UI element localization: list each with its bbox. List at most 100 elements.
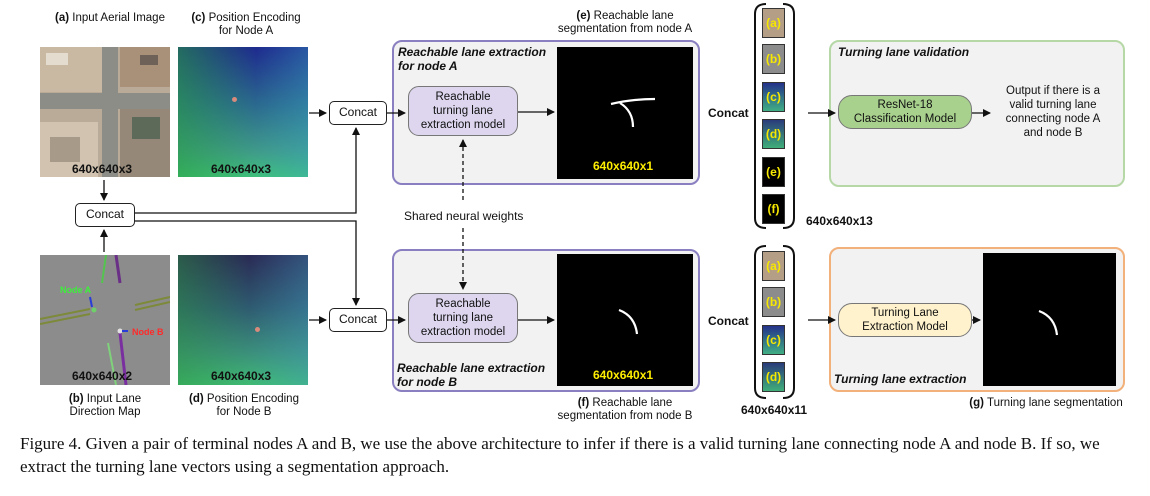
arrow-concat-to-top [135, 127, 360, 214]
dim-f: 640x640x1 [593, 368, 654, 382]
label-b-tag: (b) [68, 393, 84, 405]
label-e: (e) Reachable lane segmentation from nod… [540, 10, 710, 36]
concat-right-top: Concat [708, 106, 749, 120]
node-b-dot [255, 327, 260, 332]
label-a-tag: (a) [55, 12, 70, 24]
stack-top-e: (e) [762, 157, 785, 187]
dim-d: 640x640x3 [211, 369, 272, 383]
panel-validation-title: Turning lane validation [838, 45, 970, 59]
concat-right-bottom: Concat [708, 314, 749, 328]
dim-stack-bottom: 640x640x11 [741, 403, 808, 417]
turning-lane-model-line-1: Turning Lane [871, 307, 939, 319]
resnet-model-line-2: Classification Model [853, 113, 957, 125]
stack-top-bracket-left [754, 3, 767, 229]
dim-c: 640x640x3 [211, 162, 272, 176]
concat-top: Concat [329, 101, 387, 125]
aerial-image-graphic [40, 47, 170, 177]
aerial-image [40, 47, 170, 177]
label-e-tag: (e) [576, 10, 591, 22]
node-b-label: Node B [132, 327, 164, 337]
panel-extraction-b-title: Reachable lane extraction for node B [397, 361, 545, 389]
output-text-line-2: valid turning lane [1009, 99, 1097, 111]
segmentation-a [557, 47, 693, 179]
panel-extraction-a-title-1: Reachable lane extraction [398, 45, 547, 59]
arrow-concat-to-bottom [135, 220, 360, 306]
panel-extraction-a-title: Reachable lane extraction for node A [398, 45, 546, 73]
turning-lane-curve [1038, 309, 1059, 336]
turning-lane-segmentation [983, 253, 1116, 386]
dim-b: 640x640x2 [72, 369, 133, 383]
label-b-text-2: Direction Map [69, 406, 141, 418]
node-a-dot [232, 97, 237, 102]
stack-top-f: (f) [762, 194, 785, 224]
label-g: (g) Turning lane segmentation [956, 397, 1136, 410]
stack-bottom-bracket-left [754, 245, 767, 399]
resnet-model: ResNet-18 Classification Model [838, 95, 972, 129]
position-encoding-b [178, 255, 308, 385]
position-encoding-a [178, 47, 308, 177]
reachable-model-a-line-3: extraction model [420, 119, 506, 131]
panel-extraction-b-title-2: for node B [397, 375, 457, 389]
label-c: (c) Position Encoding for Node A [178, 12, 314, 38]
reachable-model-a: Reachable turning lane extraction model [408, 86, 518, 136]
label-b-text-1: Input Lane [86, 393, 142, 405]
label-b: (b) Input Lane Direction Map [40, 393, 170, 419]
stack-bottom-a: (a) [762, 251, 785, 281]
concat-left: Concat [75, 203, 135, 227]
label-c-text-1: Position Encoding [208, 12, 301, 24]
label-g-tag: (g) [969, 397, 984, 409]
turning-lane-model: Turning Lane Extraction Model [838, 303, 972, 337]
stack-bottom-d: (d) [762, 362, 785, 392]
label-c-text-2: for Node A [218, 25, 274, 37]
output-text-line-3: connecting node A [1005, 113, 1101, 125]
shared-weights-label: Shared neural weights [404, 209, 524, 223]
reachable-model-a-line-1: Reachable [435, 91, 491, 103]
dim-e: 640x640x1 [593, 159, 654, 173]
stack-bottom-b: (b) [762, 287, 785, 317]
label-f: (f) Reachable lane segmentation from nod… [540, 397, 710, 423]
node-a-label: Node A [60, 285, 92, 295]
stack-top-c: (c) [762, 82, 785, 112]
stack-top-a: (a) [762, 8, 785, 38]
output-text-line-1: Output if there is a [1006, 85, 1100, 97]
label-a: (a) Input Aerial Image [40, 12, 180, 25]
output-text: Output if there is a valid turning lane … [985, 84, 1121, 140]
stack-top-b: (b) [762, 44, 785, 74]
label-g-text: Turning lane segmentation [986, 397, 1123, 409]
label-d-text-2: for Node B [216, 406, 272, 418]
dim-a: 640x640x3 [72, 162, 133, 176]
stack-bottom-bracket-right [782, 245, 795, 399]
turning-lane-model-line-2: Extraction Model [862, 321, 948, 333]
label-a-text: Input Aerial Image [72, 12, 165, 24]
panel-extraction-b-title-1: Reachable lane extraction [397, 361, 546, 375]
reachable-model-b-line-2: turning lane [432, 312, 494, 324]
reachable-model-a-line-2: turning lane [432, 105, 494, 117]
reachable-model-b-line-3: extraction model [420, 326, 506, 338]
label-c-tag: (c) [191, 12, 206, 24]
label-d-text-1: Position Encoding [206, 393, 299, 405]
lane-direction-map: Node A Node B [40, 255, 170, 385]
label-d: (d) Position Encoding for Node B [176, 393, 312, 419]
reachable-model-b: Reachable turning lane extraction model [408, 293, 518, 343]
output-text-line-4: and node B [1023, 127, 1083, 139]
segmentation-a-curve [610, 97, 656, 128]
label-e-text-2: segmentation from node A [557, 23, 693, 35]
label-e-text-1: Reachable lane [593, 10, 674, 22]
segmentation-b-curve [618, 308, 639, 335]
stack-top-d: (d) [762, 119, 785, 149]
label-f-text-2: segmentation from node B [557, 410, 693, 422]
figure-caption: Figure 4. Given a pair of terminal nodes… [20, 434, 1100, 476]
label-f-tag: (f) [577, 397, 590, 409]
label-f-text-1: Reachable lane [592, 397, 673, 409]
concat-bottom: Concat [329, 308, 387, 332]
segmentation-b [557, 254, 693, 386]
label-d-tag: (d) [189, 393, 204, 405]
panel-extraction-a-title-2: for node A [398, 59, 458, 73]
resnet-model-line-1: ResNet-18 [877, 99, 933, 111]
lane-direction-graphic: Node A Node B [40, 255, 170, 385]
panel-turning-extraction-title: Turning lane extraction [834, 372, 967, 386]
reachable-model-b-line-1: Reachable [435, 298, 491, 310]
stack-bottom-c: (c) [762, 325, 785, 355]
dim-stack-top: 640x640x13 [806, 214, 873, 228]
